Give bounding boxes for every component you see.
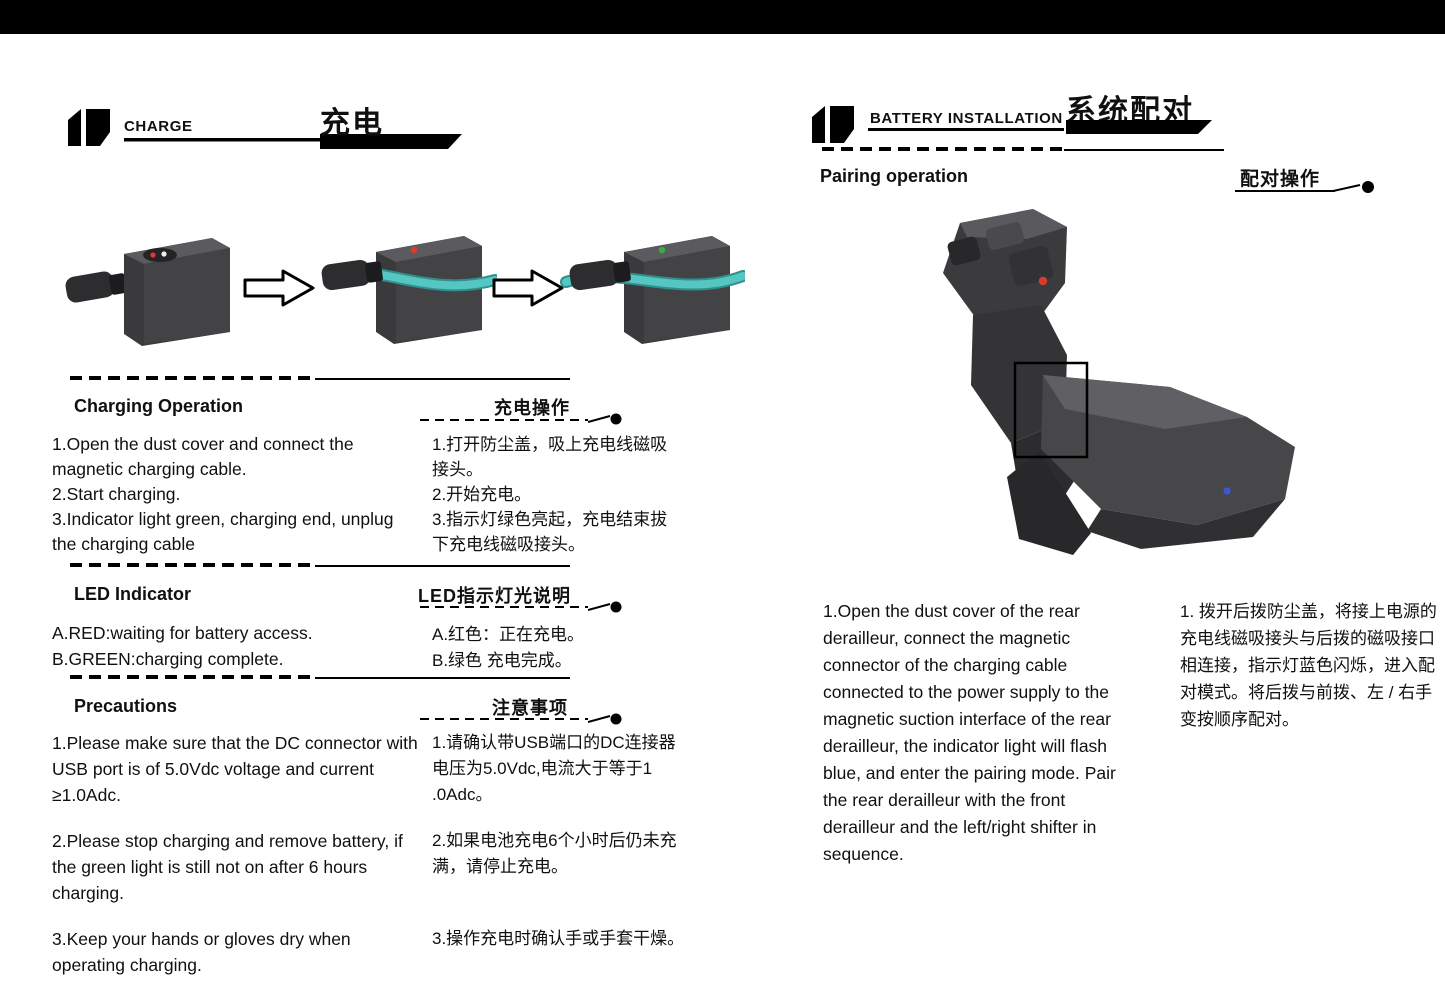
charger-plug-icon	[321, 259, 383, 291]
list-item: 3.Indicator light green, charging end, u…	[52, 509, 394, 554]
section-divider-dashed	[822, 147, 1064, 151]
charging-operation-title-cn: 充电操作	[494, 398, 570, 418]
led-indicator-title-en: LED Indicator	[74, 584, 192, 604]
top-black-bar	[0, 0, 1445, 34]
list-item: 2.如果电池充电6个小时后仍未充满，请停止充电。	[432, 831, 677, 876]
brand-logo-icon	[68, 109, 110, 146]
battery-installation-underline	[868, 128, 1064, 131]
charger-plug-icon	[569, 259, 631, 291]
led-red-dot	[410, 246, 418, 254]
charge-section-label: CHARGE	[124, 118, 193, 135]
pairing-instructions-en: 1.Open the dust cover of the rear derail…	[823, 601, 1116, 864]
list-item: 1.请确认带USB端口的DC连接器电压为5.0Vdc,电流大于等于1 .0Adc…	[432, 733, 676, 804]
list-item: B.绿色 充电完成。	[432, 651, 572, 670]
leader-dot	[588, 601, 622, 613]
led-states-cn: A.红色：正在充电。 B.绿色 充电完成。	[432, 622, 682, 674]
led-red-dot	[1038, 276, 1048, 286]
list-item: 3.指示灯绿色亮起，充电结束拔下充电线磁吸接头。	[432, 510, 668, 554]
list-item: 3.操作充电时确认手或手套干燥。	[432, 929, 685, 948]
led-green-dot	[658, 246, 666, 254]
charger-plug-icon	[65, 271, 128, 303]
precautions-title-en: Precautions	[74, 696, 178, 716]
leader-dot	[1333, 181, 1374, 193]
list-item: 3.Keep your hands or gloves dry when ope…	[52, 929, 351, 975]
list-item: 1.打开防尘盖，吸上充电线磁吸接头。	[432, 435, 668, 479]
section-divider-line	[315, 565, 570, 567]
pairing-header-bar	[1066, 120, 1212, 134]
charge-section-title: 充电	[320, 107, 384, 140]
list-item: 1.Please make sure that the DC connector…	[52, 733, 418, 805]
derailleur-arm	[1041, 375, 1295, 549]
led-blue-dot	[1223, 487, 1231, 495]
leader-line-dashed	[420, 718, 588, 720]
section-divider-dashed	[70, 563, 315, 567]
cage	[1007, 451, 1091, 555]
rear-derailleur-illustration	[943, 209, 1295, 555]
brand-logo-icon	[812, 106, 854, 143]
section-divider-dashed	[70, 376, 315, 380]
battery-installation-label: BATTERY INSTALLATION	[870, 110, 1063, 127]
precautions-list-cn: 1.请确认带USB端口的DC连接器电压为5.0Vdc,电流大于等于1 .0Adc…	[432, 730, 686, 952]
arrow-right-icon	[492, 269, 564, 307]
list-item: A.RED:waiting for battery access.	[52, 623, 313, 643]
charging-step-3-illustration	[560, 236, 745, 344]
list-item: B.GREEN:charging complete.	[52, 649, 284, 669]
precautions-title-cn: 注意事项	[492, 698, 568, 718]
list-item: A.红色：正在充电。	[432, 625, 585, 644]
pairing-instructions-cn: 1. 拨开后拨防尘盖，将接上电源的充电线磁吸接头与后拨的磁吸接口相连接，指示灯蓝…	[1180, 602, 1437, 729]
section-divider-line	[315, 378, 570, 380]
list-item: 2.Start charging.	[52, 484, 181, 504]
leader-line	[1235, 190, 1335, 192]
pairing-operation-title-en: Pairing operation	[820, 166, 969, 186]
led-states-en: A.RED:waiting for battery access. B.GREE…	[52, 620, 422, 672]
leader-line-dashed	[420, 606, 588, 608]
charging-step-1-illustration	[65, 238, 230, 346]
leader-line-dashed	[420, 419, 588, 421]
list-item: 2.Please stop charging and remove batter…	[52, 831, 403, 903]
battery-pack	[943, 209, 1067, 317]
charging-step-2-illustration	[321, 236, 497, 344]
charging-operation-title-en: Charging Operation	[74, 396, 244, 416]
section-divider-line	[315, 677, 570, 679]
list-item: 2.开始充电。	[432, 485, 532, 504]
charging-steps-en: 1.Open the dust cover and connect the ma…	[52, 432, 410, 557]
arrow-right-icon	[243, 269, 315, 307]
leader-dot	[588, 713, 622, 725]
pairing-operation-title-cn: 配对操作	[1240, 169, 1321, 190]
section-divider-line	[1064, 149, 1224, 151]
leader-dot	[588, 413, 622, 425]
precautions-list-en: 1.Please make sure that the DC connector…	[52, 730, 424, 978]
charging-steps-cn: 1.打开防尘盖，吸上充电线磁吸接头。 2.开始充电。 3.指示灯绿色亮起，充电结…	[432, 432, 680, 557]
section-divider-dashed	[70, 675, 315, 679]
list-item: 1.Open the dust cover and connect the ma…	[52, 434, 354, 479]
connector-zoom-box	[1013, 361, 1089, 459]
led-indicator-title-cn: LED指示灯光说明	[418, 586, 571, 606]
charge-header-bar	[124, 134, 462, 149]
